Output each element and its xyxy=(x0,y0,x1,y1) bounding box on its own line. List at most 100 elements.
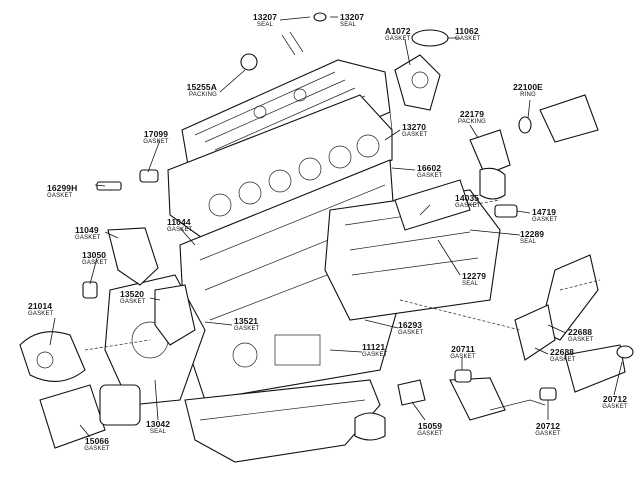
callout-12279: 12279 SEAL xyxy=(462,272,486,287)
callout-13050: 13050 GASKET xyxy=(82,251,108,266)
part-number: 13521 xyxy=(234,316,259,326)
callout-13270: 13270 GASKET xyxy=(402,123,428,138)
part-desc: GASKET xyxy=(28,310,54,317)
callout-14035: 14035 GASKET xyxy=(455,194,481,209)
callout-11121: 11121 GASKET xyxy=(362,343,388,358)
part-number: 15066 xyxy=(84,436,110,446)
left-gaskets-drawing xyxy=(82,169,196,346)
part-desc: PACKING xyxy=(458,118,486,125)
part-number: 22179 xyxy=(459,109,485,119)
callout-15255A: 15255A PACKING xyxy=(175,83,217,98)
callout-20711: 20711 GASKET xyxy=(448,345,478,360)
callout-22100E: 22100E RING xyxy=(508,83,548,98)
part-number: 11062 xyxy=(455,26,479,36)
part-number: 13042 xyxy=(145,419,171,429)
exhaust-drawing xyxy=(397,254,634,421)
callout-13520: 13520 GASKET xyxy=(120,290,146,305)
part-number: 16299H xyxy=(47,183,78,193)
part-number: 12289 xyxy=(520,229,545,239)
part-desc: SEAL xyxy=(462,280,479,287)
part-number: 21014 xyxy=(28,301,53,311)
callout-16299H: 16299H GASKET xyxy=(47,184,77,199)
callout-11044: 11044 GASKET xyxy=(167,218,193,233)
callout-16602: 16602 GASKET xyxy=(417,164,443,179)
part-number: 13520 xyxy=(120,289,145,299)
alignment-dashes xyxy=(84,199,601,351)
callout-22688-upper: 22688 GASKET xyxy=(568,328,594,343)
part-number: 11044 xyxy=(167,217,191,227)
part-desc: GASKET xyxy=(167,226,193,233)
part-desc: RING xyxy=(520,91,536,98)
part-number: 20711 xyxy=(451,344,475,354)
part-desc: GASKET xyxy=(455,202,481,209)
part-desc: GASKET xyxy=(450,353,476,360)
distributor-drawing xyxy=(469,94,599,218)
part-number: 13207 xyxy=(340,12,365,22)
callout-A1072: A1072 GASKET xyxy=(385,27,411,42)
part-number: 20712 xyxy=(602,394,628,404)
callout-12289: 12289 SEAL xyxy=(520,230,544,245)
part-number: 11049 xyxy=(75,225,99,235)
part-desc: GASKET xyxy=(362,351,388,358)
part-desc: GASKET xyxy=(234,325,260,332)
part-desc: GASKET xyxy=(385,35,411,42)
part-number: 17099 xyxy=(143,129,169,139)
part-desc: GASKET xyxy=(550,356,576,363)
part-number: 22688 xyxy=(568,327,593,337)
callout-22688-lower: 22688 GASKET xyxy=(550,348,576,363)
part-desc: SEAL xyxy=(149,428,167,435)
callout-15059: 15059 GASKET xyxy=(413,422,447,437)
part-number: 22688 xyxy=(550,347,575,357)
callout-11049: 11049 GASKET xyxy=(75,226,101,241)
callout-14719: 14719 GASKET xyxy=(532,208,558,223)
part-number: A1072 xyxy=(385,26,411,36)
callout-13521: 13521 GASKET xyxy=(234,317,260,332)
part-desc: GASKET xyxy=(143,138,169,145)
part-desc: GASKET xyxy=(455,35,481,42)
part-number: 20712 xyxy=(535,421,561,431)
part-desc: GASKET xyxy=(417,430,443,437)
part-number: 14719 xyxy=(532,207,557,217)
part-desc: GASKET xyxy=(47,192,73,199)
part-desc: GASKET xyxy=(82,259,108,266)
part-number: 14035 xyxy=(455,193,480,203)
callout-22179: 22179 PACKING xyxy=(455,110,489,125)
part-number: 13270 xyxy=(402,122,427,132)
oil-pan-drawing xyxy=(184,379,386,463)
part-number: 12279 xyxy=(462,271,487,281)
callout-11062: 11062 GASKET xyxy=(455,27,481,42)
part-desc: GASKET xyxy=(84,445,110,452)
callout-20712-bottom: 20712 GASKET xyxy=(532,422,564,437)
part-desc: GASKET xyxy=(535,430,561,437)
callout-21014: 21014 GASKET xyxy=(28,302,54,317)
part-number: 16293 xyxy=(398,320,423,330)
part-number: 13207 xyxy=(252,12,278,22)
part-number: 15059 xyxy=(417,421,443,431)
callout-16293: 16293 GASKET xyxy=(398,321,424,336)
cylinder-head-drawing xyxy=(167,94,393,241)
part-desc: GASKET xyxy=(402,131,428,138)
part-number: 16602 xyxy=(417,163,442,173)
callout-20712-right: 20712 GASKET xyxy=(600,395,630,410)
part-desc: GASKET xyxy=(568,336,594,343)
callout-17099: 17099 GASKET xyxy=(138,130,174,145)
part-number: 22100E xyxy=(513,82,543,92)
manifold-drawing xyxy=(324,179,501,321)
callout-13042: 13042 SEAL xyxy=(143,420,173,435)
callout-13207-left: 13207 SEAL xyxy=(250,13,280,28)
leader-lines xyxy=(49,16,623,438)
part-desc: SEAL xyxy=(340,21,357,28)
callout-13207-right: 13207 SEAL xyxy=(340,13,364,28)
part-desc: SEAL xyxy=(520,238,537,245)
part-desc: GASKET xyxy=(417,172,443,179)
part-desc: GASKET xyxy=(602,403,628,410)
part-desc: GASKET xyxy=(120,298,146,305)
part-number: 11121 xyxy=(362,342,386,352)
part-number: 13050 xyxy=(82,250,107,260)
callout-15066: 15066 GASKET xyxy=(80,437,114,452)
part-number: 15255A xyxy=(186,82,217,92)
part-desc: SEAL xyxy=(256,21,274,28)
thermostat-drawing xyxy=(240,12,449,111)
